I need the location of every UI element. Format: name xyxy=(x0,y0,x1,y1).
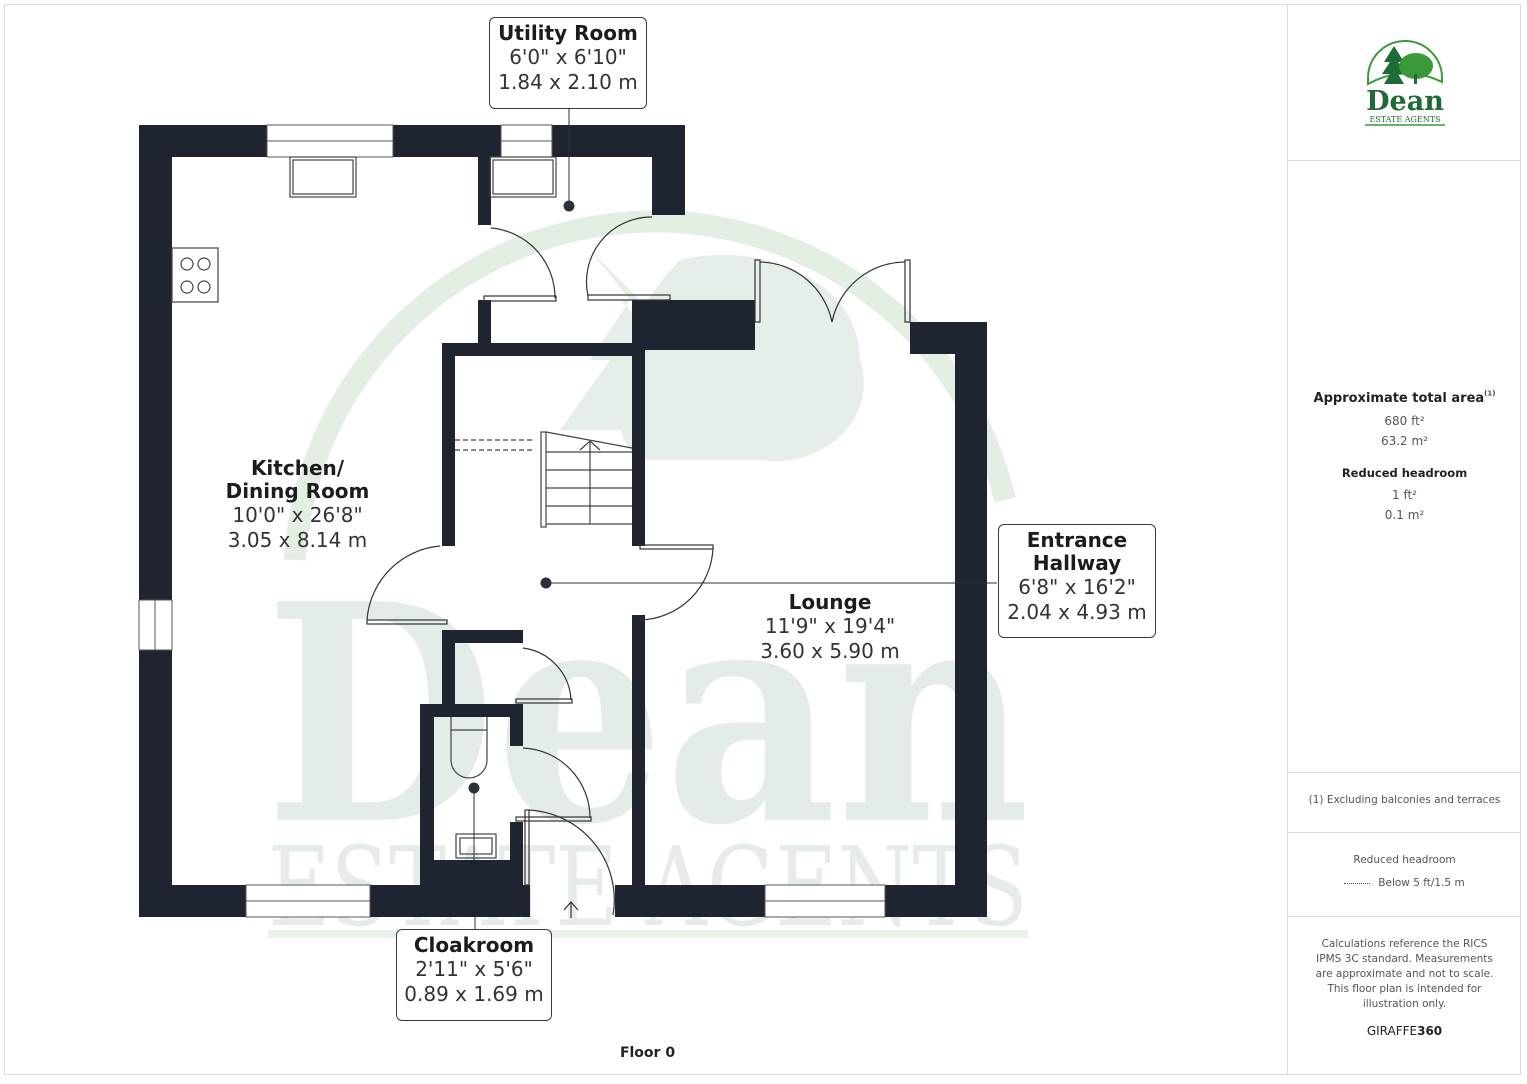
giraffe360-brand: GIRAFFE360 xyxy=(1366,1024,1443,1038)
windows xyxy=(138,124,886,918)
floor-label: Floor 0 xyxy=(619,1045,676,1061)
room-label-kitchen: Kitchen/ Dining Room 10'0" x 26'8" 3.05 … xyxy=(210,457,385,553)
room-dimension-imperial: 2'11" x 5'6" xyxy=(415,957,533,981)
legend-section: Reduced headroom Below 5 ft/1.5 m xyxy=(1288,833,1521,917)
walls xyxy=(139,125,987,917)
total-area-m: 63.2 m² xyxy=(1380,434,1429,448)
doors xyxy=(366,216,911,918)
floor-plan: Dean ESTATE AGENTS xyxy=(138,17,1156,1061)
page-frame xyxy=(4,4,1521,1075)
info-sidebar: Dean ESTATE AGENTS Approximate total are… xyxy=(1287,4,1521,1075)
room-dimension-metric: 0.89 x 1.69 m xyxy=(404,982,544,1006)
room-label-lounge: Lounge 11'9" x 19'4" 3.60 x 5.90 m xyxy=(735,591,925,664)
room-dimension-metric: 1.84 x 2.10 m xyxy=(498,70,638,94)
footnote-section: (1) Excluding balconies and terraces xyxy=(1288,773,1521,833)
room-name-line1: Kitchen/ xyxy=(250,456,345,480)
legend-title: Reduced headroom xyxy=(1353,854,1456,866)
reduced-headroom-heading: Reduced headroom xyxy=(1341,466,1468,480)
total-area-heading: Approximate total area(1) xyxy=(1313,389,1496,406)
room-label-hallway: Entrance Hallway 6'8" x 16'2" 2.04 x 4.9… xyxy=(998,524,1156,638)
reduced-headroom-m: 0.1 m² xyxy=(1384,508,1425,522)
room-dimension-imperial: 6'0" x 6'10" xyxy=(509,45,627,69)
disclaimer-text: Calculations reference the RICS IPMS 3C … xyxy=(1315,938,1494,1010)
svg-text:Dean: Dean xyxy=(265,538,1030,891)
leader-lines xyxy=(468,108,997,930)
room-dimension-imperial: 10'0" x 26'8" xyxy=(232,503,363,527)
room-dimension-imperial: 11'9" x 19'4" xyxy=(764,614,896,638)
room-name-line2: Hallway xyxy=(1032,551,1122,575)
room-dimension-metric: 3.60 x 5.90 m xyxy=(760,639,900,663)
room-dimension-metric: 2.04 x 4.93 m xyxy=(1007,600,1147,624)
total-area-ft: 680 ft² xyxy=(1384,414,1425,428)
room-dimension-imperial: 6'8" x 16'2" xyxy=(1018,575,1136,599)
dean-logo-icon: Dean ESTATE AGENTS xyxy=(1364,40,1445,126)
area-section: Approximate total area(1) 680 ft² 63.2 m… xyxy=(1288,161,1521,773)
room-name: Utility Room xyxy=(498,21,638,45)
reduced-headroom-ft: 1 ft² xyxy=(1392,488,1417,502)
svg-text:Dean: Dean xyxy=(1366,86,1444,117)
fixtures xyxy=(171,156,633,859)
footnote-text: (1) Excluding balconies and terraces xyxy=(1308,794,1501,806)
room-name: Lounge xyxy=(788,590,872,614)
room-name: Cloakroom xyxy=(413,933,535,957)
room-dimension-metric: 3.05 x 8.14 m xyxy=(227,528,368,552)
floor-plan-drawing: Dean ESTATE AGENTS xyxy=(138,108,1030,951)
room-label-utility: Utility Room 6'0" x 6'10" 1.84 x 2.10 m xyxy=(489,17,647,109)
svg-text:ESTATE AGENTS: ESTATE AGENTS xyxy=(1369,115,1440,124)
room-name-line2: Dining Room xyxy=(225,479,370,503)
room-label-cloakroom: Cloakroom 2'11" x 5'6" 0.89 x 1.69 m xyxy=(396,929,552,1021)
logo-section: Dean ESTATE AGENTS xyxy=(1288,4,1521,161)
disclaimer-section: Calculations reference the RICS IPMS 3C … xyxy=(1288,917,1521,1075)
room-name-line1: Entrance xyxy=(1026,528,1128,552)
legend-item: Below 5 ft/1.5 m xyxy=(1288,876,1521,891)
dotted-line-icon xyxy=(1344,882,1371,884)
